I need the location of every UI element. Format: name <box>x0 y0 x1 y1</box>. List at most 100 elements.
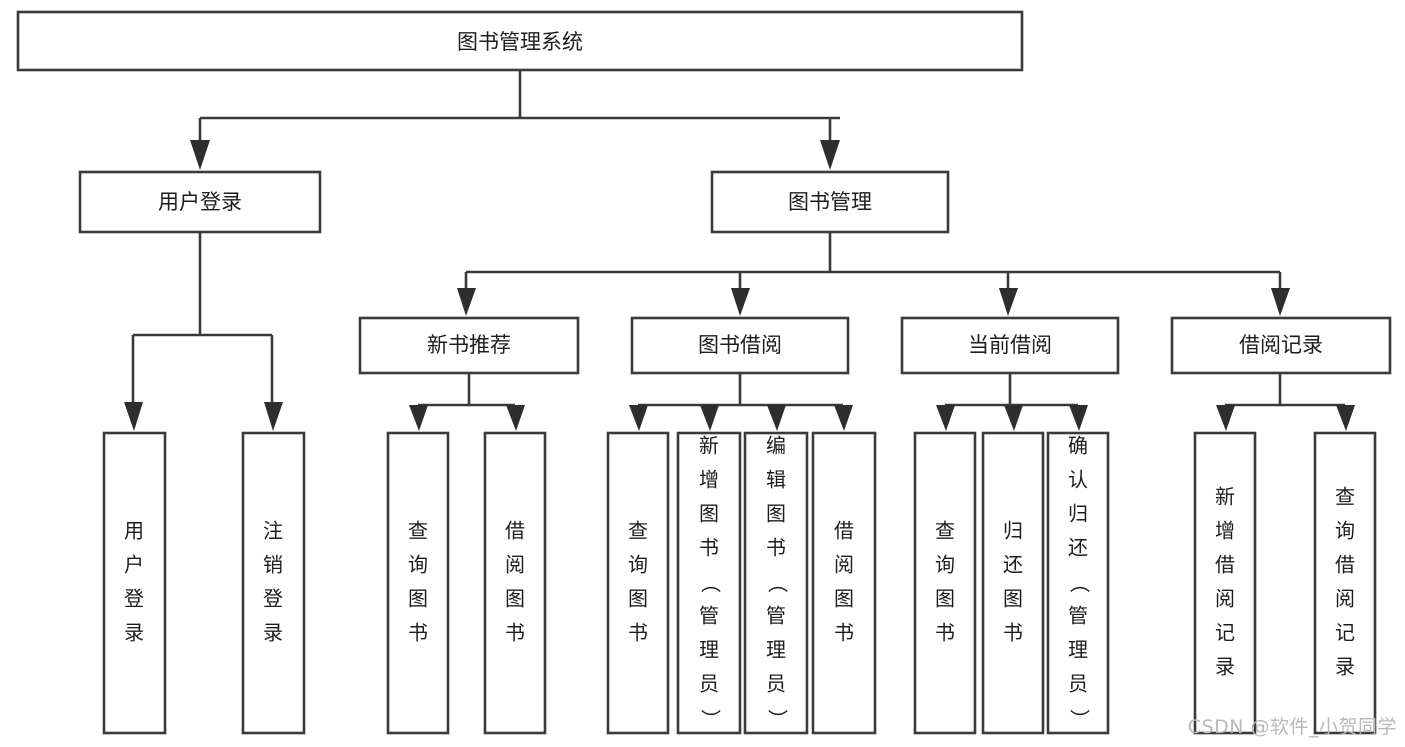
svg-text:录: 录 <box>1215 655 1235 679</box>
node-borrow-record-label: 借阅记录 <box>1239 333 1323 357</box>
node-user-login[interactable]: 用户登录 <box>78 170 322 234</box>
arrow-head-leaf-edit-book <box>767 405 786 431</box>
leaf-edit-book-box[interactable] <box>743 431 809 735</box>
node-borrow-record[interactable]: 借阅记录 <box>1170 316 1392 375</box>
leaf-query-book-1-box[interactable] <box>386 431 450 735</box>
node-current-borrow[interactable]: 当前借阅 <box>900 316 1120 375</box>
leaf-query-record-box[interactable] <box>1313 431 1377 735</box>
svg-text:记: 记 <box>1335 621 1355 645</box>
arrow-head-leaf-query-book-3 <box>936 405 955 431</box>
leaf-user-login-box[interactable] <box>102 431 167 735</box>
node-book-borrow-label: 图书借阅 <box>698 333 782 357</box>
node-new-book-recommend[interactable]: 新书推荐 <box>358 316 580 375</box>
leaf-user-logout-box[interactable] <box>241 431 306 735</box>
svg-text:还: 还 <box>1068 536 1088 560</box>
node-new-book-recommend-box[interactable] <box>358 316 580 375</box>
leaf-confirm-return-box[interactable] <box>1046 431 1110 735</box>
arrow-head-book-manage <box>820 140 840 170</box>
node-book-manage[interactable]: 图书管理 <box>710 170 950 234</box>
svg-text:管: 管 <box>699 604 719 628</box>
svg-text:理: 理 <box>766 638 786 662</box>
connector-book-manage-to-level3 <box>457 232 1290 316</box>
svg-text:图: 图 <box>628 587 648 611</box>
leaf-borrow-book-1-box[interactable] <box>483 431 547 735</box>
svg-text:书: 书 <box>699 536 719 560</box>
leaf-borrow-book-2-box[interactable] <box>811 431 877 735</box>
svg-text:（: （ <box>699 573 723 593</box>
svg-text:书: 书 <box>628 621 648 645</box>
leaf-query-book-2-box[interactable] <box>606 431 670 735</box>
svg-text:用: 用 <box>124 519 144 543</box>
svg-text:询: 询 <box>935 553 955 577</box>
node-book-borrow-box[interactable] <box>630 316 850 375</box>
arrow-head-book-borrow <box>731 288 750 316</box>
svg-text:还: 还 <box>1003 553 1023 577</box>
leaf-node-user-login[interactable]: 用户登录 <box>102 431 167 735</box>
svg-text:）: ） <box>1068 709 1092 729</box>
leaf-add-book-box[interactable] <box>676 431 742 735</box>
svg-text:图: 图 <box>699 502 719 526</box>
svg-text:编: 编 <box>766 434 786 458</box>
node-book-manage-box[interactable] <box>710 170 950 234</box>
svg-text:询: 询 <box>408 553 428 577</box>
arrow-head-leaf-add-book <box>700 405 719 431</box>
node-root-box[interactable] <box>16 10 1024 72</box>
svg-text:阅: 阅 <box>505 553 525 577</box>
node-current-borrow-box[interactable] <box>900 316 1120 375</box>
connector-root-to-level2 <box>190 70 840 170</box>
leaf-add-record-box[interactable] <box>1193 431 1257 735</box>
arrow-head-leaf-user-login <box>124 402 143 431</box>
svg-text:书: 书 <box>505 621 525 645</box>
leaf-query-book-3-box[interactable] <box>913 431 977 735</box>
arrow-head-user-login <box>190 140 210 170</box>
svg-text:借: 借 <box>1215 553 1235 577</box>
node-root-label: 图书管理系统 <box>457 30 583 54</box>
connector-book-borrow-to-leaves <box>629 373 853 431</box>
svg-text:图: 图 <box>935 587 955 611</box>
svg-text:图: 图 <box>1003 587 1023 611</box>
svg-text:借: 借 <box>505 519 525 543</box>
leaf-return-book-box[interactable] <box>981 431 1045 735</box>
svg-text:查: 查 <box>1335 485 1355 509</box>
node-user-login-box[interactable] <box>78 170 322 234</box>
svg-text:增: 增 <box>699 468 719 492</box>
svg-text:认: 认 <box>1068 468 1088 492</box>
svg-text:归: 归 <box>1003 519 1023 543</box>
svg-text:（: （ <box>766 573 790 593</box>
arrow-head-leaf-add-record <box>1216 405 1235 431</box>
svg-text:销: 销 <box>263 553 283 577</box>
svg-text:录: 录 <box>124 621 144 645</box>
svg-text:书: 书 <box>766 536 786 560</box>
svg-text:管: 管 <box>766 604 786 628</box>
svg-text:图: 图 <box>766 502 786 526</box>
svg-text:注: 注 <box>263 519 283 543</box>
node-root[interactable]: 图书管理系统 <box>16 10 1024 72</box>
node-book-borrow[interactable]: 图书借阅 <box>630 316 850 375</box>
node-borrow-record-box[interactable] <box>1170 316 1392 375</box>
